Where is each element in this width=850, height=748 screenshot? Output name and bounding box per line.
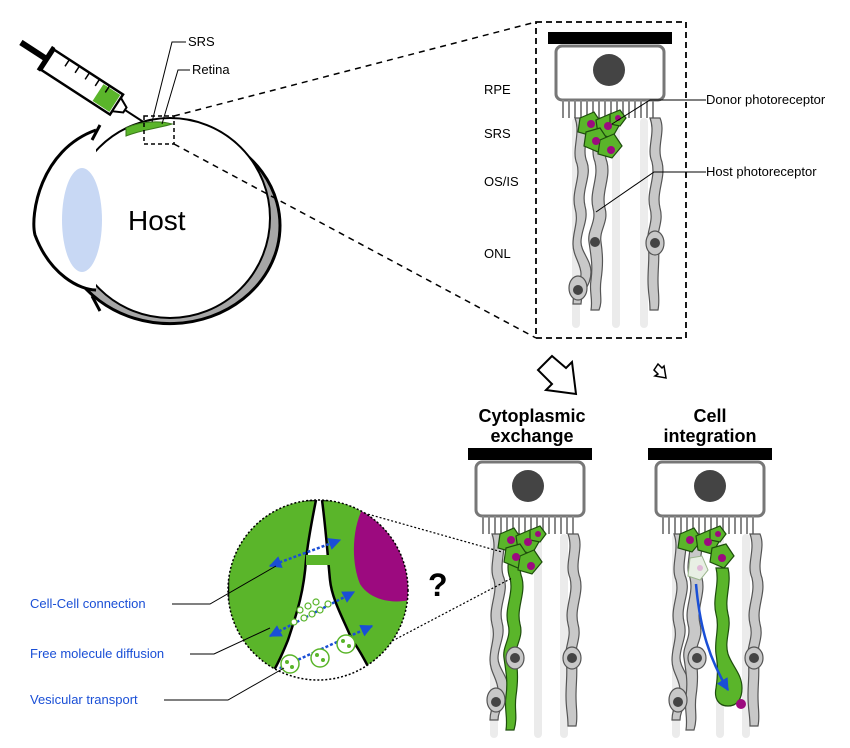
donor-photoreceptor-label: Donor photoreceptor <box>706 92 826 107</box>
injection-labels: SRS Retina <box>151 34 230 125</box>
zoom-connector <box>143 21 537 339</box>
cytoplasmic-title-line1: Cytoplasmic <box>478 406 585 426</box>
host-photoreceptor-label: Host photoreceptor <box>706 164 817 179</box>
outcome-arrows <box>536 354 667 396</box>
mechanism-labels: Cell-Cell connection Free molecule diffu… <box>30 565 285 707</box>
eye: Host <box>32 117 282 326</box>
question-mark: ? <box>428 567 448 603</box>
mechanism-diffusion: Free molecule diffusion <box>30 646 164 661</box>
syringe <box>19 39 153 129</box>
mechanism-vesicular: Vesicular transport <box>30 692 138 707</box>
host-label: Host <box>128 205 186 236</box>
integration-title-line2: integration <box>664 426 757 446</box>
cytoplasmic-exchange-panel <box>468 448 592 738</box>
layer-label-osis: OS/IS <box>484 174 519 189</box>
integration-title-line1: Cell <box>693 406 726 426</box>
cytoplasmic-title-line2: exchange <box>490 426 573 446</box>
mechanism-cell-cell: Cell-Cell connection <box>30 596 146 611</box>
cell-integration-panel <box>648 448 772 738</box>
mechanism-magnifier <box>227 499 513 681</box>
layer-label-srs: SRS <box>484 126 511 141</box>
layer-label-onl: ONL <box>484 246 511 261</box>
layer-label-rpe: RPE <box>484 82 511 97</box>
srs-label: SRS <box>188 34 215 49</box>
retina-label: Retina <box>192 62 230 77</box>
retina-inset: RPE SRS OS/IS ONL Donor photoreceptor Ho… <box>484 21 826 339</box>
